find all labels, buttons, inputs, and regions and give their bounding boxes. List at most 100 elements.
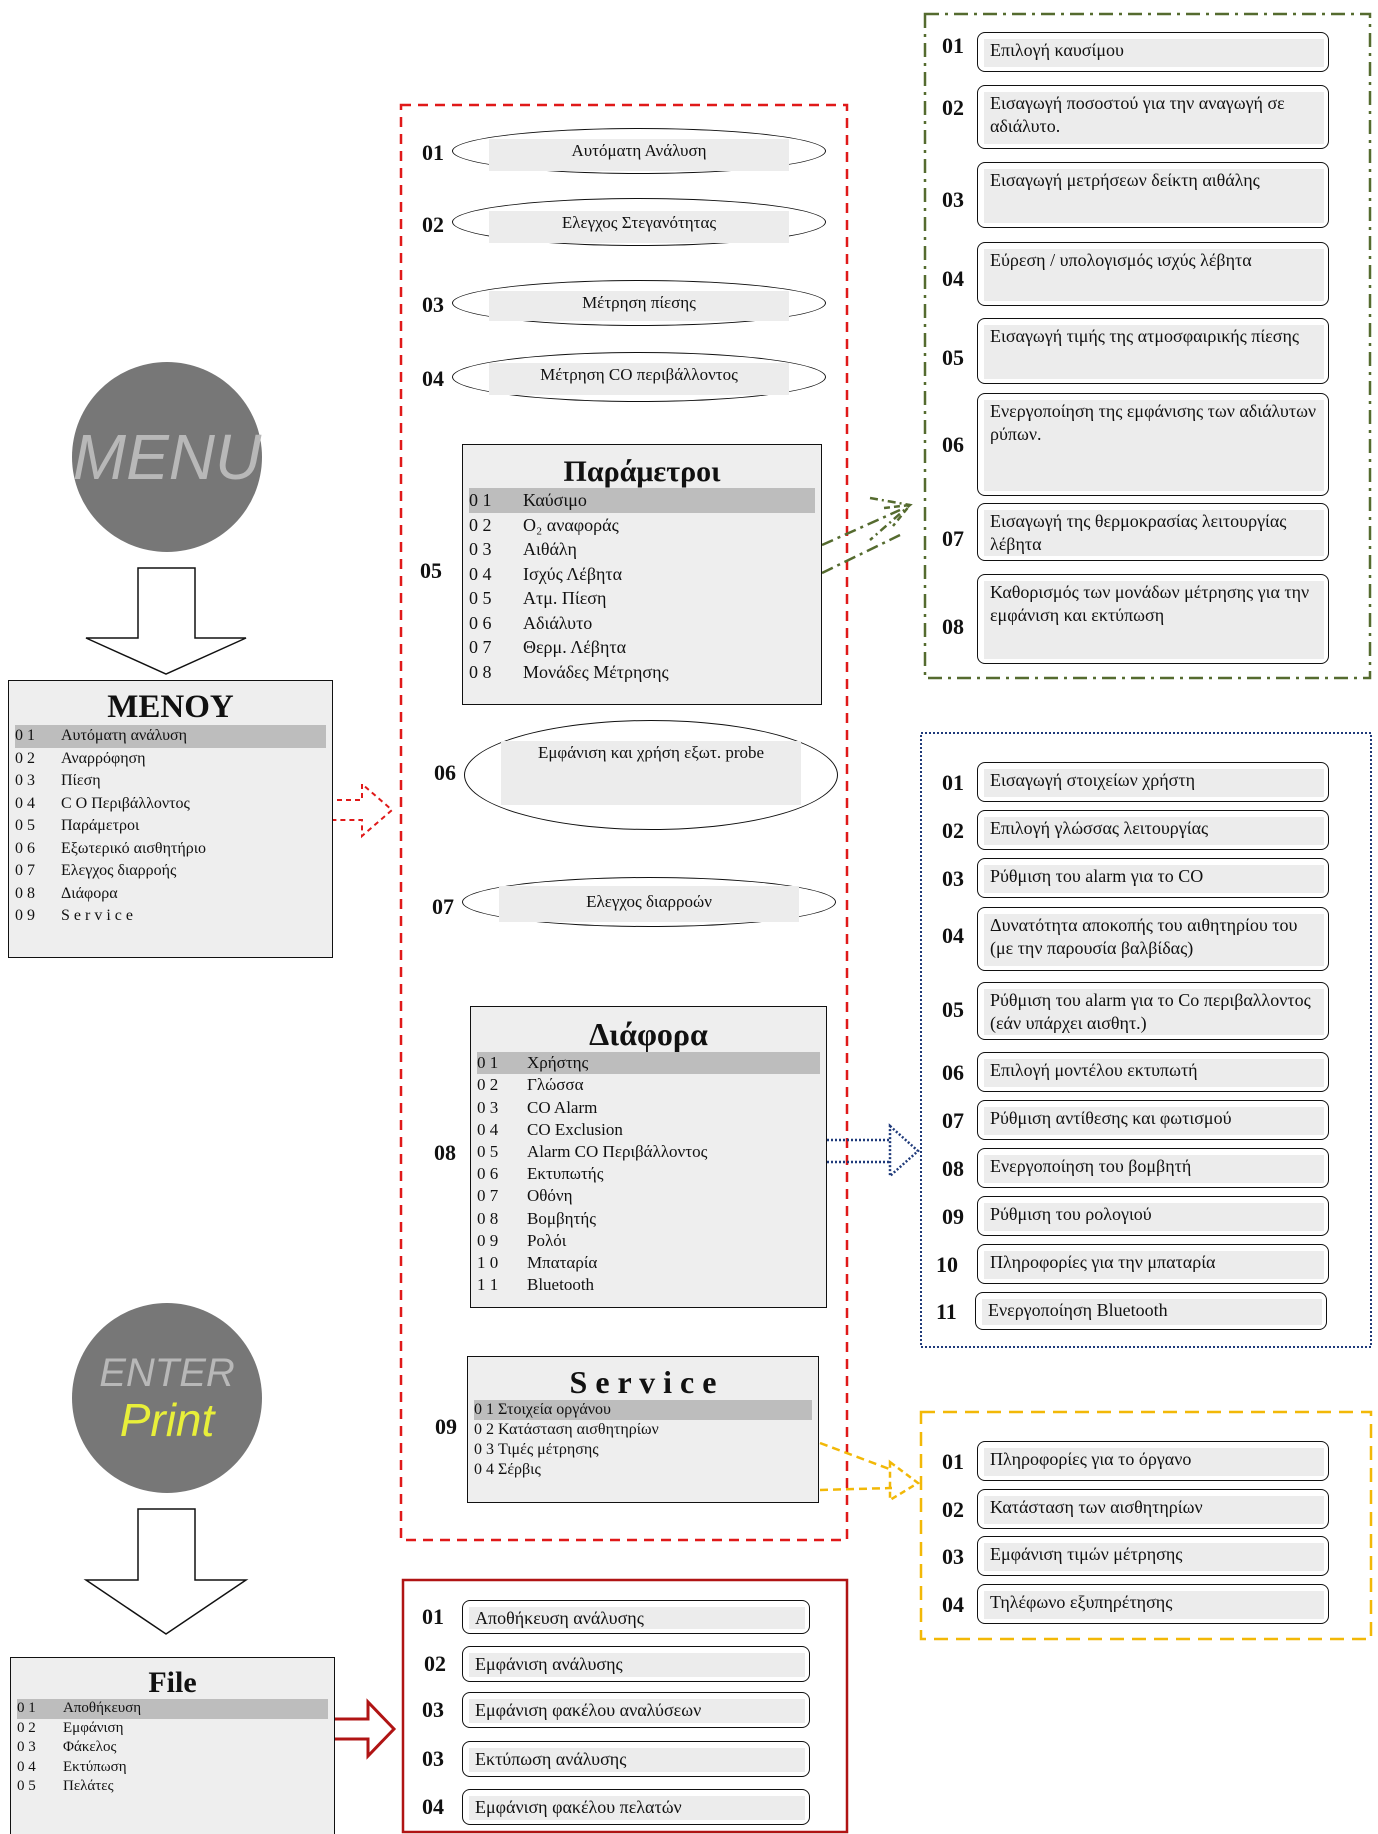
diafora-details-item[interactable]: Δυνατότητα αποκοπής του αιθητηρίου του (… bbox=[977, 907, 1329, 971]
diafora-details-item[interactable]: Ρύθμιση αντίθεσης και φωτισμού bbox=[977, 1100, 1329, 1140]
param-details-item[interactable]: Εισαγωγή ποσοστού για την αναγωγή σε αδι… bbox=[977, 85, 1329, 149]
file-details-item[interactable]: Εμφάνιση φακέλου πελατών bbox=[462, 1789, 810, 1825]
diafora-details-item[interactable]: Ρύθμιση του ρολογιού bbox=[977, 1196, 1329, 1236]
diafora-details-item[interactable]: Εισαγωγή στοιχείων χρήστη bbox=[977, 762, 1329, 802]
option-ellipse[interactable]: Εμφάνιση και χρήση εξωτ. probe bbox=[464, 720, 838, 830]
item-label: Ενεργοποίηση του βομβητή bbox=[990, 1156, 1192, 1176]
diafora-item-label: Γλώσσα bbox=[527, 1075, 584, 1095]
diafora-details-item[interactable]: Πληροφορίες για την μπαταρία bbox=[977, 1244, 1329, 1284]
item-label: Εμφάνιση φακέλου πελατών bbox=[475, 1797, 682, 1817]
option-ellipse[interactable]: Μέτρηση πίεσης bbox=[452, 280, 826, 326]
item-fill bbox=[469, 1748, 805, 1772]
diafora-details-item[interactable]: Ρύθμιση του alarm για το Co περιβαλλοντο… bbox=[977, 982, 1329, 1040]
option-ellipse[interactable]: Ελεγχος Στεγανότητας bbox=[452, 198, 826, 246]
item-label: Ρύθμιση του alarm για το Co περιβαλλοντο… bbox=[990, 990, 1311, 1034]
file-menu-item-label: Εμφάνιση bbox=[63, 1719, 124, 1736]
item-label: Ενεργοποίηση της εμφάνισης των αδιάλυτων… bbox=[990, 401, 1317, 445]
diafora-item-number: 1 1 bbox=[477, 1275, 499, 1295]
option-ellipse[interactable]: Ελεγχος διαρροών bbox=[462, 877, 836, 927]
item-label: Αποθήκευση ανάλυσης bbox=[475, 1608, 644, 1628]
param-details-item[interactable]: Ενεργοποίηση της εμφάνισης των αδιάλυτων… bbox=[977, 393, 1329, 496]
item-fill bbox=[984, 1107, 1324, 1135]
file-details-item[interactable]: Εμφάνιση φακέλου αναλύσεων bbox=[462, 1692, 810, 1728]
item-fill bbox=[984, 1496, 1324, 1524]
diafora-details-item[interactable]: Ενεργοποίηση του βομβητή bbox=[977, 1148, 1329, 1188]
file-details-number: 01 bbox=[422, 1604, 444, 1629]
service-details-item[interactable]: Κατάσταση των αισθητηρίων bbox=[977, 1489, 1329, 1529]
item-label: Επιλογή γλώσσας λειτουργίας bbox=[990, 818, 1209, 838]
service-details-item[interactable]: Εμφάνιση τιμών μέτρησης bbox=[977, 1536, 1329, 1576]
service-details-item[interactable]: Πληροφορίες για το όργανο bbox=[977, 1441, 1329, 1481]
option-number-08: 08 bbox=[434, 1140, 456, 1165]
option-ellipse[interactable]: Αυτόματη Ανάλυση bbox=[452, 128, 826, 174]
option-fill bbox=[489, 211, 789, 243]
main-menu-item-number: 0 7 bbox=[15, 862, 35, 880]
enter-print-button[interactable]: ENTER Print bbox=[72, 1303, 262, 1493]
diafora-item-number: 0 4 bbox=[477, 1119, 499, 1139]
param-details-item[interactable]: Εύρεση / υπολογισμός ισχύς λέβητα bbox=[977, 242, 1329, 306]
file-menu-item-label: Αποθήκευση bbox=[63, 1700, 142, 1716]
option-label: Μέτρηση πίεσης bbox=[582, 293, 696, 312]
parametroi-item-number: 0 7 bbox=[469, 637, 492, 657]
param-details-item[interactable]: Καθορισμός των μονάδων μέτρησης για την … bbox=[977, 574, 1329, 664]
main-menu-item[interactable]: 0 7 Ελεγχος διαρροής bbox=[15, 860, 326, 883]
item-fill bbox=[984, 400, 1324, 491]
file-details-item[interactable]: Εκτύπωση ανάλυσης bbox=[462, 1741, 810, 1777]
file-menu-title: File bbox=[148, 1666, 197, 1699]
file-details-item[interactable]: Αποθήκευση ανάλυσης bbox=[462, 1600, 810, 1634]
diafora-details-item[interactable]: Ρύθμιση του alarm για το CO bbox=[977, 858, 1329, 898]
file-menu-item[interactable]: 0 1 Αποθήκευση bbox=[17, 1699, 328, 1719]
diafora-details-item[interactable]: Ενεργοποίηση Bluetooth bbox=[975, 1292, 1327, 1330]
param-details-item[interactable]: Εισαγωγή μετρήσεων δείκτη αιθάλης bbox=[977, 162, 1329, 228]
service-details-item[interactable]: Τηλέφωνο εξυπηρέτησης bbox=[977, 1584, 1329, 1624]
diafora-details-item[interactable]: Επιλογή μοντέλου εκτυπωτή bbox=[977, 1052, 1329, 1092]
option-ellipse[interactable]: Μέτρηση CO περιβάλλοντος bbox=[452, 352, 826, 402]
param-details-item[interactable]: Εισαγωγή τιμής της ατμοσφαιρικής πίεσης bbox=[977, 318, 1329, 384]
file-details-item[interactable]: Εμφάνιση ανάλυσης bbox=[462, 1646, 810, 1682]
param-details-item[interactable]: Εισαγωγή της θερμοκρασίας λειτουργίας λέ… bbox=[977, 503, 1329, 561]
diafora-details-number: 04 bbox=[942, 923, 964, 948]
diafora-details-item[interactable]: Επιλογή γλώσσας λειτουργίας bbox=[977, 810, 1329, 850]
param-details-item[interactable]: Επιλογή καυσίμου bbox=[977, 32, 1329, 72]
item-fill bbox=[984, 817, 1324, 845]
file-menu-item-number: 0 1 bbox=[17, 1700, 36, 1716]
menu-button[interactable]: MENU bbox=[72, 362, 262, 552]
main-menu-item-label: Ελεγχος διαρροής bbox=[61, 862, 177, 880]
